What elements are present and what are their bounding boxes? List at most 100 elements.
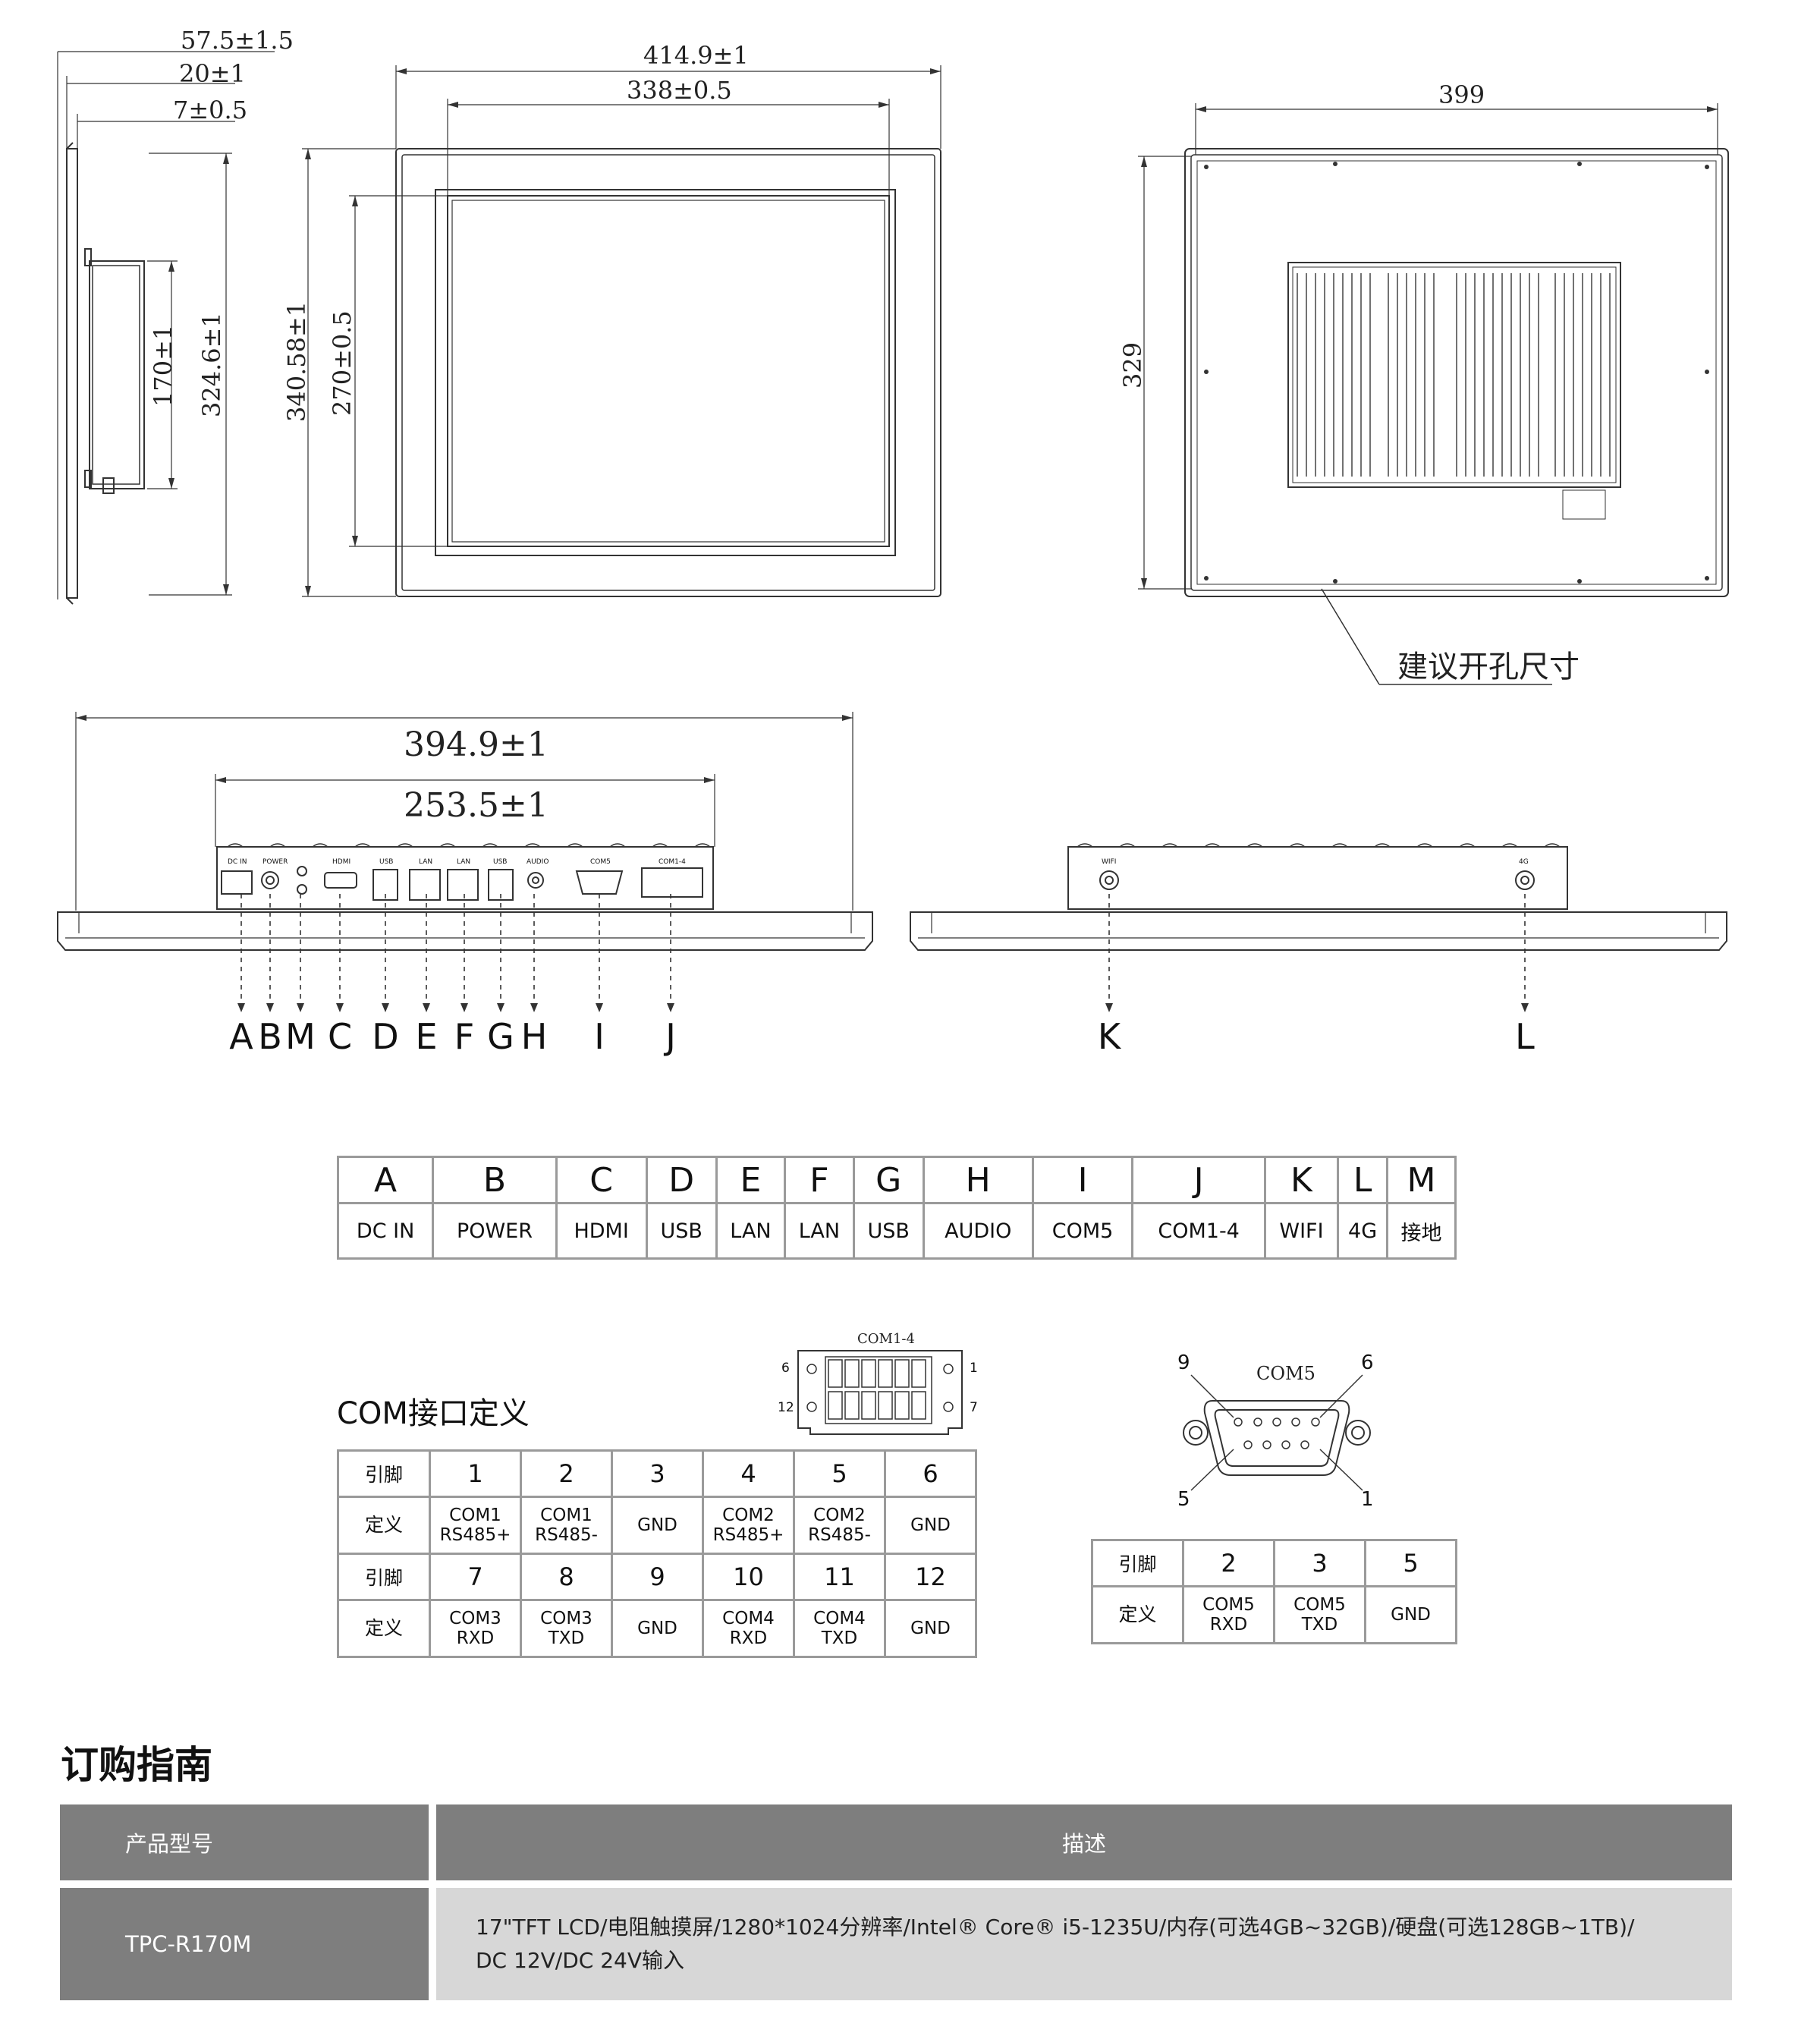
- fin-bump: [524, 843, 541, 848]
- pin-number: 3: [1273, 1539, 1366, 1587]
- ordering-desc-line1: 17"TFT LCD/电阻触摸屏/1280*1024分辨率/Intel® Cor…: [476, 1915, 1635, 1940]
- terminal-cell: [894, 1359, 910, 1388]
- port-label-wifi: WIFI: [1102, 858, 1116, 866]
- callout-arrow: [237, 1003, 245, 1012]
- fin-bump: [1246, 843, 1263, 848]
- com14-pin-7: 7: [970, 1400, 978, 1415]
- pin-definition: GND: [884, 1496, 977, 1555]
- fin-bump: [1077, 843, 1093, 848]
- port-label-audio: AUDIO: [527, 858, 549, 866]
- side-bezel: [66, 148, 78, 599]
- ordering-title: 订购指南: [61, 1743, 212, 1787]
- left-view-chassis: [216, 846, 714, 910]
- pin-definition: GND: [1364, 1585, 1457, 1644]
- com5-pin-6: 6: [1361, 1351, 1374, 1374]
- dim-back-height: 329: [1118, 342, 1147, 389]
- pin-number: 5: [1364, 1539, 1457, 1587]
- pin-header: 引脚: [337, 1553, 431, 1601]
- port-letter: C: [555, 1156, 648, 1204]
- pin-number: 5: [793, 1449, 886, 1498]
- side-chassis: [89, 260, 145, 489]
- port-label-lan-2: LAN: [457, 858, 470, 866]
- port-label-4g: 4G: [1519, 858, 1529, 866]
- fin-bump: [652, 843, 668, 848]
- callout-letter-K: K: [1098, 1016, 1122, 1057]
- fin-bump: [1501, 843, 1518, 848]
- fin-bump: [1289, 843, 1306, 848]
- pin-header: 引脚: [337, 1449, 431, 1498]
- pin-number: 1: [429, 1449, 522, 1498]
- callout-arrow: [530, 1003, 538, 1012]
- port-name: POWER: [432, 1202, 558, 1260]
- callout-arrow: [382, 1003, 389, 1012]
- fin-bump: [1331, 843, 1348, 848]
- callout-letter-H: H: [521, 1016, 548, 1057]
- com5-title: COM5: [1256, 1363, 1315, 1384]
- dim-side-depth-mid: 20±1: [179, 59, 246, 88]
- fin-bump: [1119, 843, 1136, 848]
- dim-front-height-inner: 270±0.5: [328, 310, 357, 416]
- callout-arrow: [336, 1003, 344, 1012]
- fin-bump: [312, 843, 328, 848]
- port-label-lan-1: LAN: [419, 858, 432, 866]
- db9-pin: [1253, 1417, 1262, 1427]
- ordering-col-model: 产品型号: [125, 1831, 214, 1857]
- def-header: 定义: [337, 1496, 431, 1555]
- pin-definition: GND: [884, 1599, 977, 1658]
- com-section-title: COM接口定义: [337, 1396, 530, 1431]
- back-panel: [1184, 148, 1729, 597]
- terminal-cell: [878, 1359, 893, 1388]
- port-name: COM5: [1031, 1202, 1134, 1260]
- port-label-usb-2: USB: [493, 858, 507, 866]
- port-name: AUDIO: [922, 1202, 1034, 1260]
- terminal-cell: [861, 1391, 876, 1420]
- back-heatsink: [1287, 262, 1621, 488]
- port-label-com5: COM5: [590, 858, 611, 866]
- port-name: LAN: [715, 1202, 787, 1260]
- cutout-note: 建议开孔尺寸: [1397, 650, 1580, 684]
- callout-arrow: [461, 1003, 468, 1012]
- callout-arrow: [1105, 1003, 1113, 1012]
- dim-side-depth-small: 7±0.5: [173, 96, 247, 124]
- port-letter: E: [715, 1156, 787, 1204]
- mechanical-drawings-top: 57.5±1.5 20±1 7±0.5 170±1 324.6±1 414.9±…: [57, 26, 1729, 685]
- ordering-row-model-cell: TPC-R170M: [60, 1888, 429, 2000]
- pin-number: 9: [611, 1553, 704, 1601]
- port-name: LAN: [784, 1202, 855, 1260]
- fin-bump: [1161, 843, 1178, 848]
- db9-pin: [1234, 1417, 1243, 1427]
- callout-arrow: [266, 1003, 274, 1012]
- db9-pin: [1272, 1417, 1281, 1427]
- callout-letter-A: A: [229, 1016, 253, 1057]
- callout-arrow: [596, 1003, 603, 1012]
- fin-bump: [227, 843, 244, 848]
- pin-number: 4: [702, 1449, 795, 1498]
- pin-definition: GND: [611, 1599, 704, 1658]
- callout-arrow: [1521, 1003, 1529, 1012]
- callout-letter-G: G: [487, 1016, 514, 1057]
- callout-arrow: [297, 1003, 304, 1012]
- pin-number: 7: [429, 1553, 522, 1601]
- port-letter: H: [922, 1156, 1034, 1204]
- port-name: USB: [645, 1202, 718, 1260]
- pin-number: 2: [520, 1449, 613, 1498]
- dim-bottom-width-inner: 253.5±1: [404, 786, 549, 825]
- def-header: 定义: [1091, 1585, 1184, 1644]
- front-screen: [447, 195, 890, 547]
- fin-bump: [397, 843, 413, 848]
- fin-bump: [1459, 843, 1476, 848]
- port-name: 接地: [1386, 1202, 1457, 1260]
- fin-bump: [439, 843, 456, 848]
- db9-pin: [1281, 1440, 1290, 1449]
- port-letter: K: [1263, 1156, 1340, 1204]
- pin-number: 8: [520, 1553, 613, 1601]
- dim-front-height-outer: 340.58±1: [282, 301, 311, 422]
- port-name: USB: [852, 1202, 925, 1260]
- terminal-cell: [828, 1391, 843, 1420]
- terminal-cell: [911, 1391, 926, 1420]
- port-letter: B: [432, 1156, 558, 1204]
